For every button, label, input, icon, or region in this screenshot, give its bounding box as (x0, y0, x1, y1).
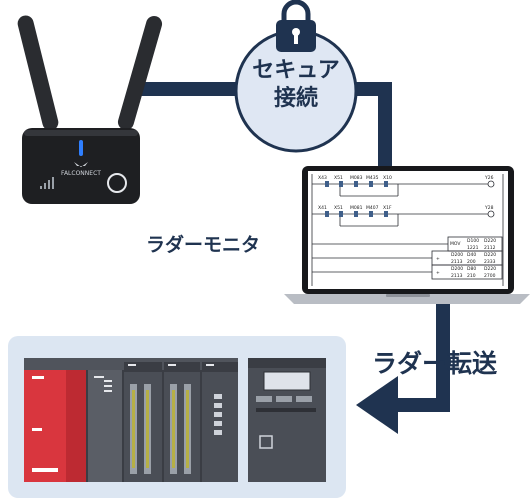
io-module-1 (124, 362, 162, 482)
ladder-transfer-label: ラダー転送 (372, 349, 498, 378)
lock-shackle (281, 0, 311, 22)
transfer-line-horizontal (388, 398, 450, 412)
ladder-label: X51 (334, 205, 343, 211)
ladder-labels: X43 X51 M083 M435 X10 Y26 X41 X51 M081 M… (318, 175, 496, 279)
ladder-label: D40 (467, 252, 476, 258)
ladder-label: X1F (383, 205, 392, 211)
antenna-left (17, 15, 59, 131)
ladder-label: M407 (366, 205, 379, 211)
ladder-label: 2700 (484, 273, 496, 279)
ladder-label: 2333 (484, 259, 496, 265)
network-port-column (214, 394, 222, 435)
ladder-label: D200 (451, 252, 463, 258)
coil-y26 (487, 180, 495, 188)
ladder-label: X43 (318, 175, 327, 181)
ladder-label: X41 (318, 205, 327, 211)
ladder-label: Y26 (484, 175, 494, 181)
secure-connection-badge (234, 0, 358, 153)
cpu-module (88, 370, 122, 482)
laptop-device (284, 166, 530, 304)
status-led (79, 140, 83, 156)
ladder-label: 200 (467, 259, 476, 265)
ladder-label: X10 (383, 175, 392, 181)
ladder-label: 2113 (451, 259, 463, 265)
ladder-label: + (436, 256, 440, 262)
plc-rack (24, 358, 326, 482)
laptop-base (284, 294, 530, 304)
ladder-label: 2112 (484, 245, 496, 251)
laptop-link-line (378, 82, 392, 168)
plc-display (263, 371, 311, 391)
io-module-2 (164, 362, 200, 482)
router-brand: FALCONNECT (61, 170, 101, 177)
transfer-arrow-head (356, 376, 398, 434)
ladder-contacts (325, 181, 388, 217)
ladder-label: D200 (451, 266, 463, 272)
ladder-label: M083 (350, 175, 363, 181)
laptop-screen (308, 171, 508, 289)
ladder-label: 210 (467, 273, 476, 279)
signal-bars-icon (40, 177, 54, 189)
secure-label-line2: 接続 (273, 86, 318, 111)
power-button-icon (107, 173, 127, 193)
ladder-label: 2113 (451, 273, 463, 279)
ladder-label: D220 (484, 252, 496, 258)
ladder-monitor-label: ラダーモニタ (146, 234, 261, 256)
ladder-label: D80 (467, 266, 476, 272)
secure-label-line1: セキュア (252, 58, 340, 83)
ladder-label: D100 (467, 238, 479, 244)
ladder-label: + (436, 270, 440, 276)
router-device: FALCONNECT (17, 15, 163, 204)
ladder-label: Y28 (484, 205, 494, 211)
ladder-label: 1221 (467, 245, 479, 251)
ladder-label: D220 (484, 238, 496, 244)
ladder-label: D220 (484, 266, 496, 272)
ladder-label: MOV (450, 241, 461, 247)
coil-y28 (487, 210, 495, 218)
ladder-label: M081 (350, 205, 363, 211)
falcon-logo-icon (74, 162, 88, 167)
antenna-right (117, 15, 163, 131)
ladder-label: M435 (366, 175, 379, 181)
ladder-label: X51 (334, 175, 343, 181)
transfer-line-vertical (436, 300, 450, 412)
